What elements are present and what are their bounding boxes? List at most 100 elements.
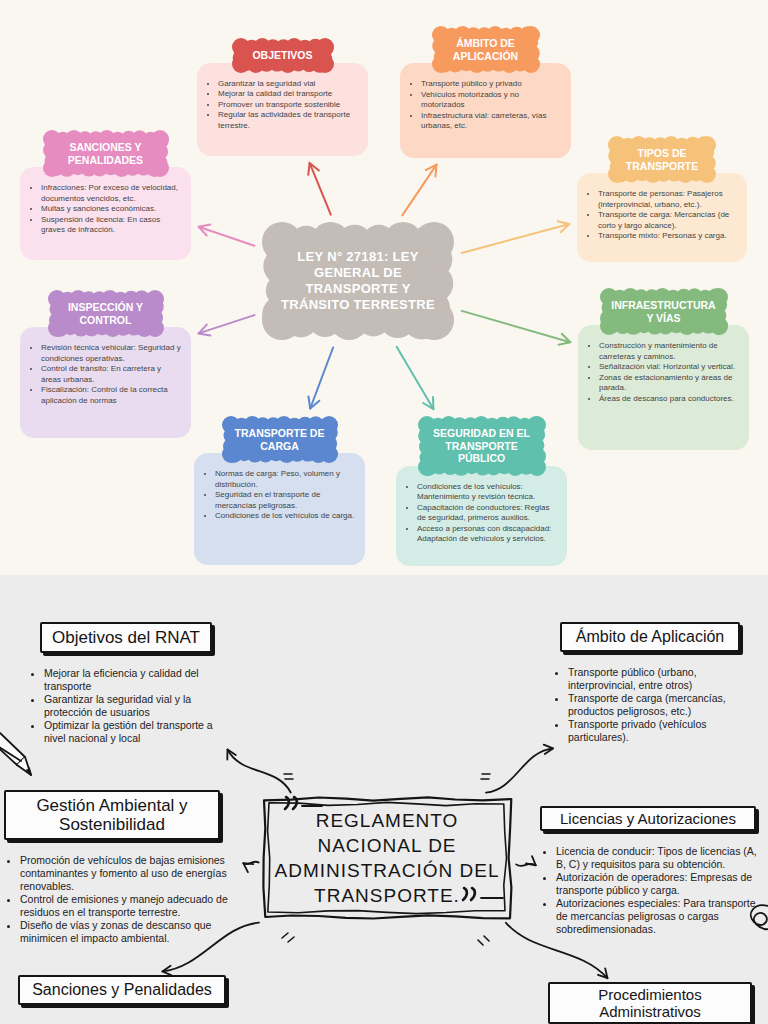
central-sketch-box: REGLAMENTO NACIONAL DE ADMINISTRACIÓN DE…: [262, 797, 512, 919]
bullet-item: Condiciones de los vehículos: Mantenimie…: [417, 482, 558, 503]
bullet-item: Promover un transporte sostenible: [218, 100, 359, 111]
card-body: Transporte de personas: Pasajeros (inter…: [577, 173, 747, 262]
bullet-item: Capacitación de conductores: Reglas de s…: [417, 503, 558, 524]
connector: [199, 225, 255, 246]
bullet-item: Transporte mixto: Personas y carga.: [598, 231, 738, 242]
branch-card: OBJETIVOS Garantizar la seguridad vialMej…: [197, 38, 368, 156]
heading-box: Sanciones y Penalidades: [18, 975, 226, 1005]
heading-cloud: INFRAESTRUCTURA Y VÍAS: [608, 296, 720, 327]
heading-cloud: SEGURIDAD EN EL TRANSPORTE PÚBLICO: [426, 424, 538, 468]
heading-box: Objetivos del RNAT: [40, 622, 212, 653]
bullet-list: Licencia de conducir: Tipos de licencias…: [540, 845, 762, 936]
card-body: Revisión técnica vehicular: Seguridad y …: [20, 327, 191, 438]
bullet-item: Zonas de estacionamiento y áreas de para…: [599, 373, 740, 394]
bullet-item: Mejorar la eficiencia y calidad del tran…: [44, 667, 233, 693]
bullet-item: Transporte privado (vehículos particular…: [568, 718, 752, 744]
sketch-outline: [268, 802, 507, 913]
bullet-list: Condiciones de los vehículos: Mantenimie…: [405, 482, 558, 545]
connector-line: [397, 347, 434, 409]
central-cloud: LEY N° 27181: LEY GENERAL DE TRANSPORTE …: [262, 222, 454, 340]
card-body: Infracciones: Por exceso de velocidad, d…: [20, 167, 191, 260]
connector: [516, 856, 536, 866]
tick-mark: [481, 774, 490, 779]
sketch-outline: [263, 797, 511, 918]
card-body: Normas de carga: Peso, volumen y distrib…: [194, 453, 365, 565]
bullet-item: Suspensión de licencia: En casos graves …: [41, 215, 182, 236]
bullet-item: Autorización de operadores: Empresas de …: [556, 871, 762, 897]
connector-line: [402, 165, 436, 216]
pencil-lead: [27, 768, 31, 775]
bullet-item: Promoción de vehículos de bajas emisione…: [20, 854, 240, 893]
heading-cloud: SANCIONES Y PENALIDADES: [51, 138, 161, 169]
arrow-head: [309, 397, 320, 409]
cloud-bump: [608, 147, 626, 165]
arrow-head: [199, 225, 211, 236]
cloud-bump: [263, 248, 300, 285]
bullet-item: Infracciones: Por exceso de velocidad, d…: [41, 183, 182, 204]
branch-group: Sanciones y Penalidades: [18, 975, 233, 1005]
bullet-item: Revisión técnica vehicular: Seguridad y …: [41, 343, 182, 364]
bullet-list: Garantizar la seguridad vialMejorar la c…: [206, 79, 359, 132]
bullet-item: Acceso a personas con discapacidad: Adap…: [417, 524, 558, 545]
bullet-item: Fiscalización: Control de la correcta ap…: [41, 385, 182, 406]
connector-line: [228, 750, 291, 793]
branch-card: SANCIONES Y PENALIDADES Infracciones: Por…: [20, 130, 191, 260]
bullet-list: Transporte público (urbano, interprovinc…: [552, 666, 752, 744]
bullet-item: Transporte de carga: Mercancías (de cort…: [598, 210, 738, 231]
connector-line: [462, 224, 570, 253]
connector-line: [486, 748, 553, 792]
branch-card: INFRAESTRUCTURA Y VÍAS Construcción y man…: [578, 288, 749, 450]
bullet-item: Multas y sanciones económicas.: [41, 204, 182, 215]
heading-cloud: OBJETIVOS: [240, 46, 326, 65]
heading-box: Ámbito de Aplicación: [560, 622, 740, 652]
tick-mark: [478, 936, 489, 945]
heading-cloud: TRANSPORTE DE CARGA: [230, 424, 330, 455]
bullet-item: Construcción y mantenimiento de carreter…: [599, 341, 740, 362]
heading-cloud: ÁMBITO DE APLICACIÓN: [440, 34, 532, 65]
branch-card: ÁMBITO DE APLICACIÓNTransporte público y…: [400, 26, 571, 158]
arrow-head: [162, 966, 171, 976]
bullet-item: Áreas de descanso para conductores.: [599, 394, 740, 405]
heading-box: Licencias y Autorizaciones: [540, 806, 756, 831]
connector-line: [310, 348, 333, 409]
pencil-drawing: [0, 733, 31, 775]
central-title: LEY N° 27181: LEY GENERAL DE TRANSPORTE …: [275, 249, 441, 313]
connector: [486, 745, 553, 793]
bullet-list: Normas de carga: Peso, volumen y distrib…: [203, 469, 356, 522]
arrow-head: [544, 745, 553, 755]
quote-mark: [471, 888, 475, 900]
cloud-bump: [49, 302, 64, 317]
bullet-item: Control de emisiones y manejo adecuado d…: [20, 893, 240, 919]
bullet-item: Infraestructura vial: carreteras, vías u…: [421, 111, 562, 132]
bullet-item: Transporte de personas: Pasajeros (inter…: [598, 189, 738, 210]
heading-cloud: INSPECCIÓN Y CONTROL: [56, 298, 156, 329]
heading-text: ÁMBITO DE APLICACIÓN: [453, 37, 518, 62]
bullet-item: Transporte público y privado: [421, 79, 562, 90]
tick-mark: [284, 774, 293, 779]
bullet-item: Vehículos motorizados y no motorizados: [421, 90, 562, 111]
heading-text: OBJETIVOS: [252, 49, 312, 61]
pencil-body: [0, 733, 25, 765]
bullet-item: Normas de carga: Peso, volumen y distrib…: [215, 469, 356, 490]
bullet-list: Transporte de personas: Pasajeros (inter…: [586, 189, 738, 242]
card-body: Transporte público y privadoVehículos mo…: [400, 63, 571, 158]
card-body: Garantizar la seguridad vialMejorar la c…: [197, 63, 368, 156]
arrow-head: [526, 856, 536, 865]
bullet-list: Revisión técnica vehicular: Seguridad y …: [29, 343, 182, 406]
bullet-list: Construcción y mantenimiento de carreter…: [587, 341, 740, 404]
connector-line: [462, 311, 571, 342]
arrow-head: [598, 968, 608, 978]
connector: [397, 347, 434, 409]
card-body: Condiciones de los vehículos: Mantenimie…: [396, 466, 567, 566]
bullet-item: Control de tránsito: En carretera y área…: [41, 364, 182, 385]
arrow-head: [426, 165, 437, 177]
arrow-head: [308, 163, 319, 175]
quote-mark: [463, 888, 467, 900]
connector: [309, 348, 334, 409]
bullet-item: Optimizar la gestión del transporte a ni…: [44, 719, 233, 745]
connector: [462, 221, 570, 253]
heading-box: Procedimientos Administrativos: [548, 982, 752, 1024]
pencil-line: [0, 745, 21, 761]
branch-group: Procedimientos Administrativos: [548, 982, 758, 1024]
bullet-item: Seguridad en el transporte de mercancías…: [215, 490, 356, 511]
